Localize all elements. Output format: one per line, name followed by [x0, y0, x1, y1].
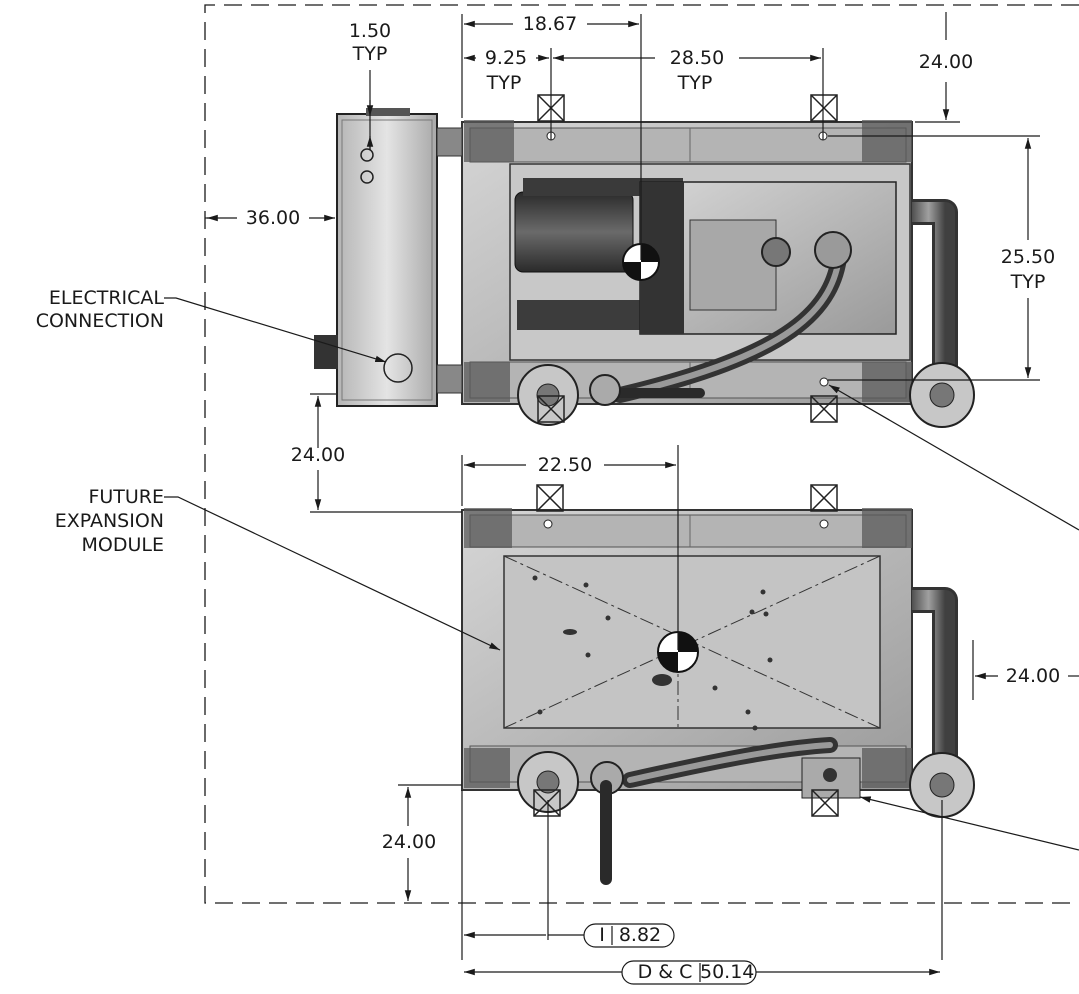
dim-25-50-typ: TYP	[1010, 271, 1046, 293]
dc-balloon	[621, 960, 757, 985]
inlet-balloon-value: 8.82	[618, 924, 662, 946]
dim-1-50-typ: TYP	[352, 43, 388, 65]
dim-22-50: 22.50	[526, 454, 604, 476]
dim-1-50: 1.50	[348, 20, 392, 42]
inlet-balloon-letter: I	[599, 924, 605, 946]
dim-24-bottom-left: 24.00	[381, 831, 437, 853]
electrical-cabinet	[336, 113, 438, 407]
top-cog-icon	[622, 243, 660, 281]
bottom-cog-icon	[657, 631, 699, 673]
bottom-mount-markers	[533, 484, 839, 817]
callout-electrical-line1: ELECTRICAL	[48, 287, 164, 309]
dim-36: 36.00	[237, 207, 309, 229]
dim-28-50: 28.50	[655, 47, 739, 69]
dim-24-right: 24.00	[998, 665, 1068, 687]
inlet-balloon	[583, 923, 675, 948]
dim-9-25: 9.25	[476, 47, 536, 69]
electrical-connection-port	[383, 353, 413, 383]
dimension-lines	[205, 12, 1079, 976]
clearance-envelope	[204, 4, 1079, 904]
callout-future-line2: EXPANSION	[54, 510, 164, 532]
top-unit	[314, 94, 975, 428]
dim-9-25-typ: TYP	[486, 72, 522, 94]
motor	[514, 191, 634, 273]
dim-28-50-typ: TYP	[677, 72, 713, 94]
dim-25-50: 25.50	[1000, 246, 1056, 268]
bottom-unit	[461, 484, 975, 885]
dc-balloon-letter: D & C	[637, 961, 693, 983]
callout-electrical-line2: CONNECTION	[35, 310, 164, 332]
callout-future-line1: FUTURE	[88, 486, 164, 508]
leader-lines	[164, 297, 1079, 851]
dim-18-67: 18.67	[513, 13, 587, 35]
dim-24-top: 24.00	[918, 51, 974, 73]
dc-balloon-value: 50.14	[700, 961, 755, 983]
dim-24-mid-left: 24.00	[290, 444, 346, 466]
callout-future-line3: MODULE	[81, 534, 164, 556]
